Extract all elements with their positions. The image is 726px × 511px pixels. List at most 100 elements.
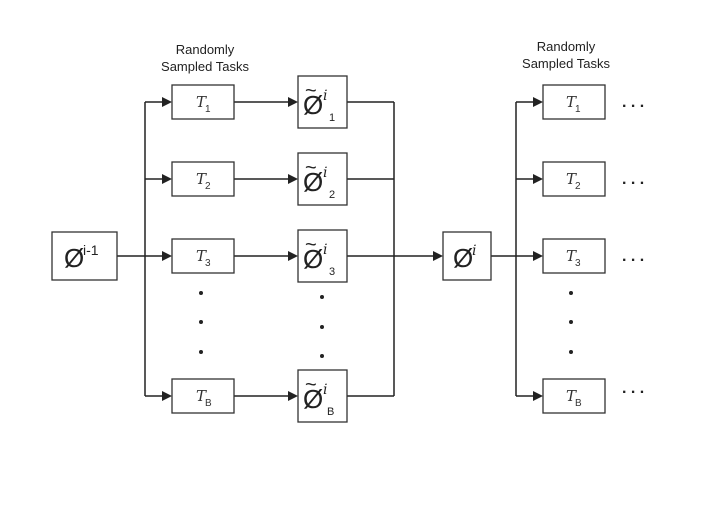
arrowhead-right-task-b [533,391,543,401]
output-param-box [442,231,492,281]
right-task-b-symbol: T [566,387,577,405]
arrowhead-right-task-3 [533,251,543,261]
left-task-2-symbol: T [196,170,207,188]
output-param-superscript: i [472,243,476,259]
right-header-line-2: Sampled Tasks [522,56,610,71]
left-ellipsis-dot-3 [199,350,203,354]
left-task-1-symbol: T [196,93,207,111]
adapted-param-b: ~ Ø i B [297,369,348,423]
adapted-param-3-subscript: 3 [329,266,335,278]
arrowhead-output [433,251,443,261]
left-task-2-subscript: 2 [205,181,211,192]
right-task-1: T 1 [542,84,606,120]
arrowhead-param-1 [288,97,298,107]
arrowhead-param-3 [288,251,298,261]
continuation-dots-3: . . . [622,248,644,265]
adapted-param-3-superscript: i [323,242,327,258]
adapted-param-1-subscript: 1 [329,112,335,124]
adapted-ellipsis-dot-2 [320,325,324,329]
left-task-2-box [171,161,235,197]
left-task-1-subscript: 1 [205,104,211,115]
arrowhead-task-2 [162,174,172,184]
adapted-param-3-box [297,229,348,283]
left-task-3: T 3 [171,238,235,274]
arrowhead-task-1 [162,97,172,107]
left-task-b: T B [171,378,235,414]
adapted-param-b-tilde: ~ [305,374,317,396]
input-param-node: Ø i-1 [51,231,118,281]
arrowhead-task-3 [162,251,172,261]
left-task-3-box [171,238,235,274]
right-task-3-box [542,238,606,274]
continuation-dots-4: . . . [622,380,644,397]
left-header-line-2: Sampled Tasks [161,59,249,74]
right-task-1-box [542,84,606,120]
left-task-b-box [171,378,235,414]
arrowhead-param-2 [288,174,298,184]
adapted-param-1-symbol: Ø [303,90,323,120]
adapted-param-3-tilde: ~ [305,234,317,256]
right-task-b-subscript: B [575,398,582,409]
left-task-3-symbol: T [196,247,207,265]
left-task-2: T 2 [171,161,235,197]
right-task-1-subscript: 1 [575,104,581,115]
left-ellipsis-dot-1 [199,291,203,295]
adapted-param-3-symbol: Ø [303,244,323,274]
adapted-param-1-tilde: ~ [305,80,317,102]
input-param-symbol: Ø [64,243,84,273]
left-header-line-1: Randomly [176,42,235,57]
adapted-param-2-superscript: i [323,165,327,181]
adapted-param-ellipsis [320,295,324,358]
right-task-2: T 2 [542,161,606,197]
adapted-param-b-superscript: i [323,382,327,398]
right-task-b: T B [542,378,606,414]
right-task-ellipsis [569,291,573,354]
left-task-1-box [171,84,235,120]
adapted-ellipsis-dot-1 [320,295,324,299]
right-task-2-subscript: 2 [575,181,581,192]
input-param-superscript: i-1 [83,242,99,258]
arrowhead-right-task-1 [533,97,543,107]
right-task-b-box [542,378,606,414]
right-ellipsis-dot-3 [569,350,573,354]
output-param-node: Ø i [442,231,492,281]
arrowhead-right-task-2 [533,174,543,184]
adapted-param-b-box [297,369,348,423]
right-header-line-1: Randomly [537,39,596,54]
output-param-symbol: Ø [453,243,473,273]
left-task-b-symbol: T [196,387,207,405]
right-task-3-symbol: T [566,247,577,265]
adapted-param-1: ~ Ø i 1 [297,75,348,129]
left-ellipsis-dot-2 [199,320,203,324]
right-task-3-subscript: 3 [575,258,581,269]
left-task-ellipsis [199,291,203,354]
right-task-2-box [542,161,606,197]
left-task-3-subscript: 3 [205,258,211,269]
connectors [117,101,534,397]
right-task-1-symbol: T [566,93,577,111]
adapted-param-1-box [297,75,348,129]
adapted-param-b-symbol: Ø [303,384,323,414]
arrowhead-task-b [162,391,172,401]
adapted-ellipsis-dot-3 [320,354,324,358]
right-task-2-symbol: T [566,170,577,188]
right-ellipsis-dot-2 [569,320,573,324]
right-ellipsis-dot-1 [569,291,573,295]
continuation-dots-1: . . . [622,94,644,111]
arrowhead-param-b [288,391,298,401]
left-task-1: T 1 [171,84,235,120]
adapted-param-2-tilde: ~ [305,157,317,179]
adapted-param-2-subscript: 2 [329,189,335,201]
adapted-param-3: ~ Ø i 3 [297,229,348,283]
adapted-param-2: ~ Ø i 2 [297,152,348,206]
left-task-b-subscript: B [205,398,212,409]
adapted-param-1-superscript: i [323,88,327,104]
right-task-3: T 3 [542,238,606,274]
adapted-param-2-symbol: Ø [303,167,323,197]
input-param-box [51,231,118,281]
arrowheads [162,97,543,401]
continuation-dots-2: . . . [622,171,644,188]
adapted-param-2-box [297,152,348,206]
adapted-param-b-subscript: B [327,406,334,418]
